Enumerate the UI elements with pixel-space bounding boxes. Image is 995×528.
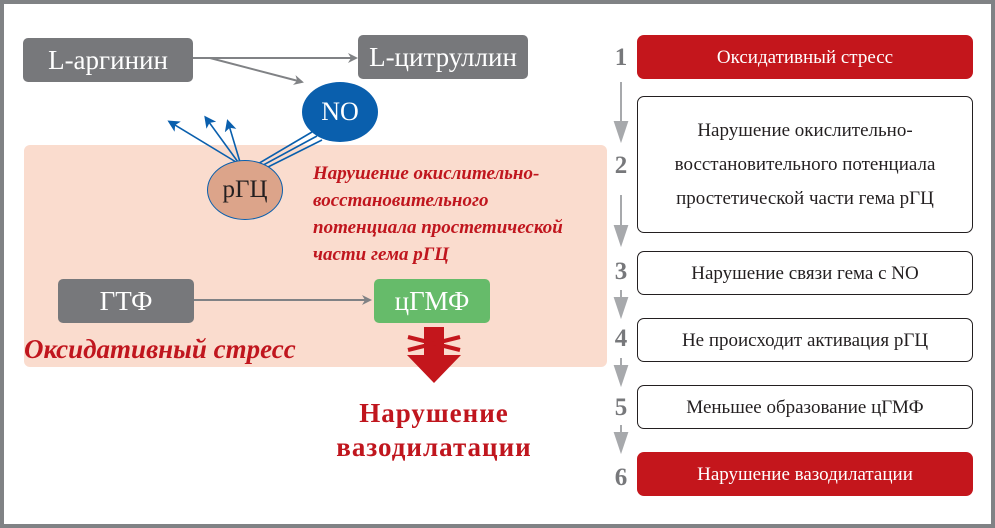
no-label: NO (321, 97, 359, 126)
cgmp-node: цГМФ (374, 279, 490, 323)
step-text: простетической части гема рГЦ (676, 187, 934, 209)
cgmp-label: цГМФ (394, 285, 470, 316)
step-5-box: Меньшее образование цГМФ (637, 385, 973, 429)
step-flow-arrows (613, 82, 629, 455)
step-4-box: Не происходит активация рГЦ (637, 318, 973, 362)
rgc-node: рГЦ (207, 160, 283, 220)
note-line: части гема рГЦ (313, 244, 449, 265)
step-3-box: Нарушение связи гема с NO (637, 251, 973, 295)
step-number: 2 (614, 152, 628, 179)
gtp-label: ГТФ (99, 285, 153, 316)
step-text: Нарушение окислительно- (697, 119, 913, 141)
rgc-label: рГЦ (222, 176, 268, 203)
result-line: вазодилатации (336, 432, 532, 462)
no-node: NO (302, 82, 378, 142)
l-citrulline-label: L-цитруллин (369, 41, 517, 72)
l-arginine-node: L-аргинин (23, 38, 193, 82)
step-text: Нарушение вазодилатации (697, 463, 913, 485)
step-number: 4 (614, 325, 628, 352)
note-line: восстановительного (313, 190, 489, 211)
step-text: восстановительного потенциала (674, 153, 936, 175)
rgc-activity-arrows (167, 115, 241, 163)
step-2-box: Нарушение окислительно- восстановительно… (637, 96, 973, 233)
note-line: Нарушение окислительно- (313, 163, 540, 184)
heme-disruption-note: Нарушение окислительно- восстановительно… (313, 160, 603, 268)
arrow-arginine-to-no (209, 57, 304, 85)
step-1-box: Оксидативный стресс (637, 35, 973, 79)
step-6-box: Нарушение вазодилатации (637, 452, 973, 496)
step-text: Меньшее образование цГМФ (686, 396, 924, 418)
step-number: 6 (614, 464, 628, 491)
blocked-arrow (407, 327, 461, 383)
l-arginine-label: L-аргинин (48, 44, 168, 75)
l-citrulline-node: L-цитруллин (358, 35, 528, 79)
note-line: потенциала простетической (313, 217, 563, 238)
oxidative-stress-label: Оксидативный стресс (24, 334, 296, 364)
vasodilation-impairment-result: Нарушение вазодилатации (318, 396, 550, 464)
step-number: 5 (614, 394, 628, 421)
step-text: Оксидативный стресс (716, 46, 894, 68)
step-text: Не происходит активация рГЦ (681, 329, 929, 351)
step-number: 3 (614, 258, 628, 285)
oxidative-stress-zone (24, 145, 607, 367)
step-number: 1 (614, 44, 628, 71)
gtp-node: ГТФ (58, 279, 194, 323)
result-line: Нарушение (359, 398, 509, 428)
step-text: Нарушение связи гема с NO (691, 262, 919, 284)
